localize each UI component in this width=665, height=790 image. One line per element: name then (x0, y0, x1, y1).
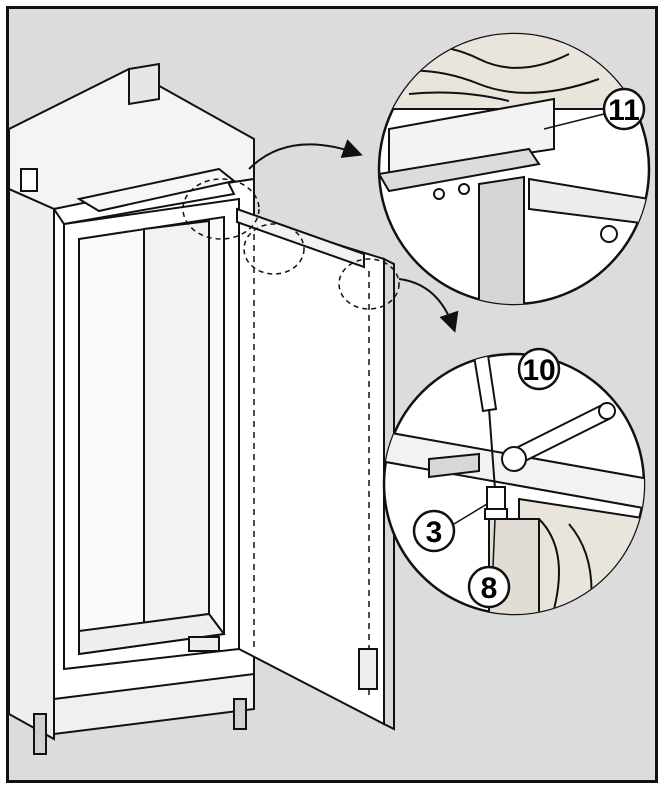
callout-8: 8 (481, 572, 498, 605)
callout-10: 10 (522, 354, 555, 387)
callout-3: 3 (426, 516, 443, 549)
detail-arrows (248, 139, 459, 333)
callout-circle-11 (602, 87, 646, 131)
leader-3 (453, 503, 488, 525)
callout-circle-10 (517, 347, 561, 391)
bottom-detail-view: 10 3 8 (382, 347, 646, 616)
detail-markers (182, 178, 400, 310)
callout-circle-3 (412, 509, 456, 553)
installation-diagram: 11 10 (6, 6, 658, 783)
diagram-canvas: 11 10 (9, 9, 655, 780)
leader-8 (492, 518, 496, 568)
callout-circle-8 (467, 565, 511, 609)
top-detail-view: 11 (377, 32, 651, 306)
callout-11: 11 (608, 94, 640, 127)
leader-11 (543, 113, 605, 130)
furniture-door (188, 207, 395, 731)
